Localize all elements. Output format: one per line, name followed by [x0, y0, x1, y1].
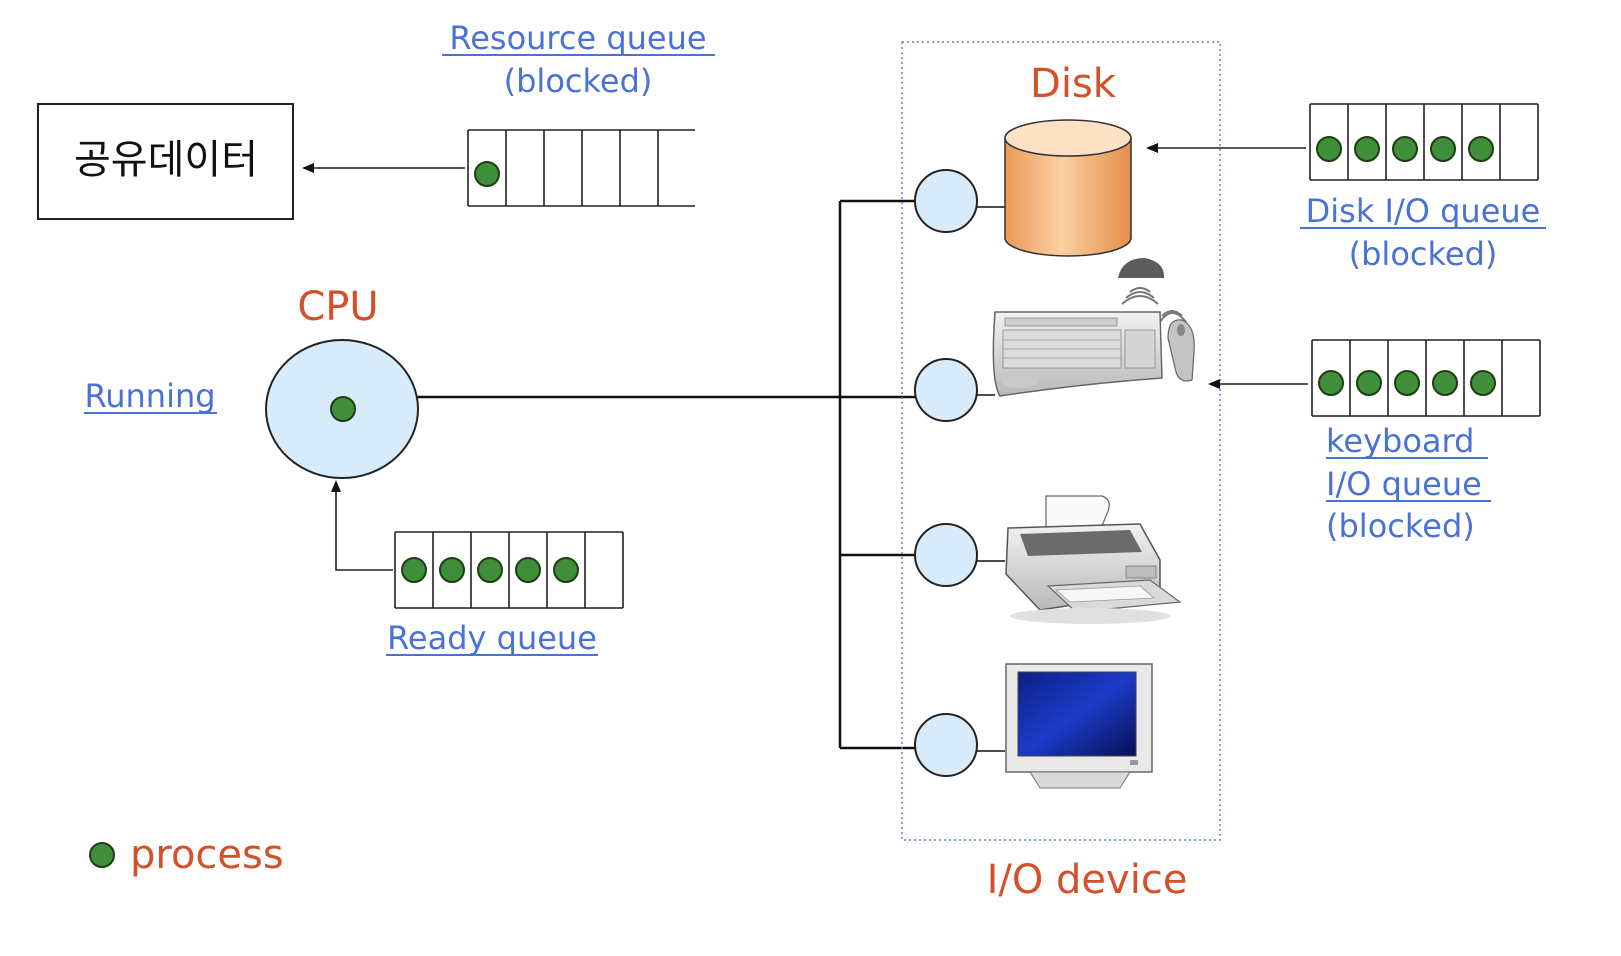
- running-label[interactable]: Running: [84, 377, 217, 415]
- process-dot: [1356, 370, 1382, 396]
- legend-label: process: [130, 832, 284, 878]
- process-dot: [1470, 370, 1496, 396]
- legend: process: [89, 832, 284, 878]
- disk-io-queue-label-line1[interactable]: Disk I/O queue: [1306, 192, 1541, 230]
- process-dot-icon: [89, 842, 115, 868]
- disk-controller: [914, 169, 978, 233]
- ready-queue-label[interactable]: Ready queue: [386, 619, 598, 657]
- io-device-frame: [901, 41, 1221, 841]
- process-dot: [1430, 136, 1456, 162]
- keyboard-io-queue: [1311, 339, 1541, 417]
- running-process-dot: [330, 396, 356, 422]
- process-dot: [1394, 370, 1420, 396]
- process-dot: [1316, 136, 1342, 162]
- ready-queue: [394, 531, 624, 609]
- process-dot: [477, 557, 503, 583]
- keyboard-mouse-icon: [992, 258, 1195, 397]
- disk-label: Disk: [1030, 61, 1117, 107]
- process-dot: [474, 161, 500, 187]
- ready-queue-label-text[interactable]: Ready queue: [387, 619, 597, 657]
- process-dot: [1468, 136, 1494, 162]
- process-dot: [515, 557, 541, 583]
- cpu-title: CPU: [297, 284, 378, 330]
- process-dot: [1354, 136, 1380, 162]
- resource-queue: [467, 129, 695, 207]
- process-dot: [1392, 136, 1418, 162]
- keyboard-io-queue-label[interactable]: keyboard I/O queue (blocked): [1326, 422, 1491, 545]
- keyboard-io-queue-label-line2[interactable]: I/O queue: [1326, 465, 1482, 503]
- printer-controller: [914, 523, 978, 587]
- disk-io-queue: [1309, 103, 1539, 181]
- process-dot: [1318, 370, 1344, 396]
- printer-icon: [1005, 495, 1182, 624]
- process-dot: [1432, 370, 1458, 396]
- shared-data-box: 공유데이터: [37, 103, 294, 220]
- resource-queue-label-line2: (blocked): [504, 62, 653, 100]
- keyboard-controller: [914, 358, 978, 422]
- disk-io-queue-label[interactable]: Disk I/O queue (blocked): [1300, 192, 1546, 273]
- monitor-controller: [914, 713, 978, 777]
- shared-data-label: 공유데이터: [74, 137, 258, 183]
- ready-to-cpu-arrow: [331, 480, 393, 571]
- resource-queue-label-line1[interactable]: Resource queue: [449, 19, 706, 57]
- system-bus: [418, 199, 918, 750]
- disk-icon: [1004, 119, 1132, 257]
- device-controllers: [914, 169, 1005, 777]
- resource-queue-label[interactable]: Resource queue (blocked): [442, 19, 715, 100]
- keyboard-io-queue-label-line3: (blocked): [1326, 507, 1475, 545]
- monitor-icon: [1005, 663, 1153, 789]
- keyboard-io-queue-label-line1[interactable]: keyboard: [1326, 422, 1474, 460]
- io-device-label: I/O device: [987, 857, 1188, 903]
- process-dot: [401, 557, 427, 583]
- disk-io-queue-label-line2: (blocked): [1349, 235, 1498, 273]
- process-dot: [553, 557, 579, 583]
- running-label-text[interactable]: Running: [84, 377, 215, 415]
- process-dot: [439, 557, 465, 583]
